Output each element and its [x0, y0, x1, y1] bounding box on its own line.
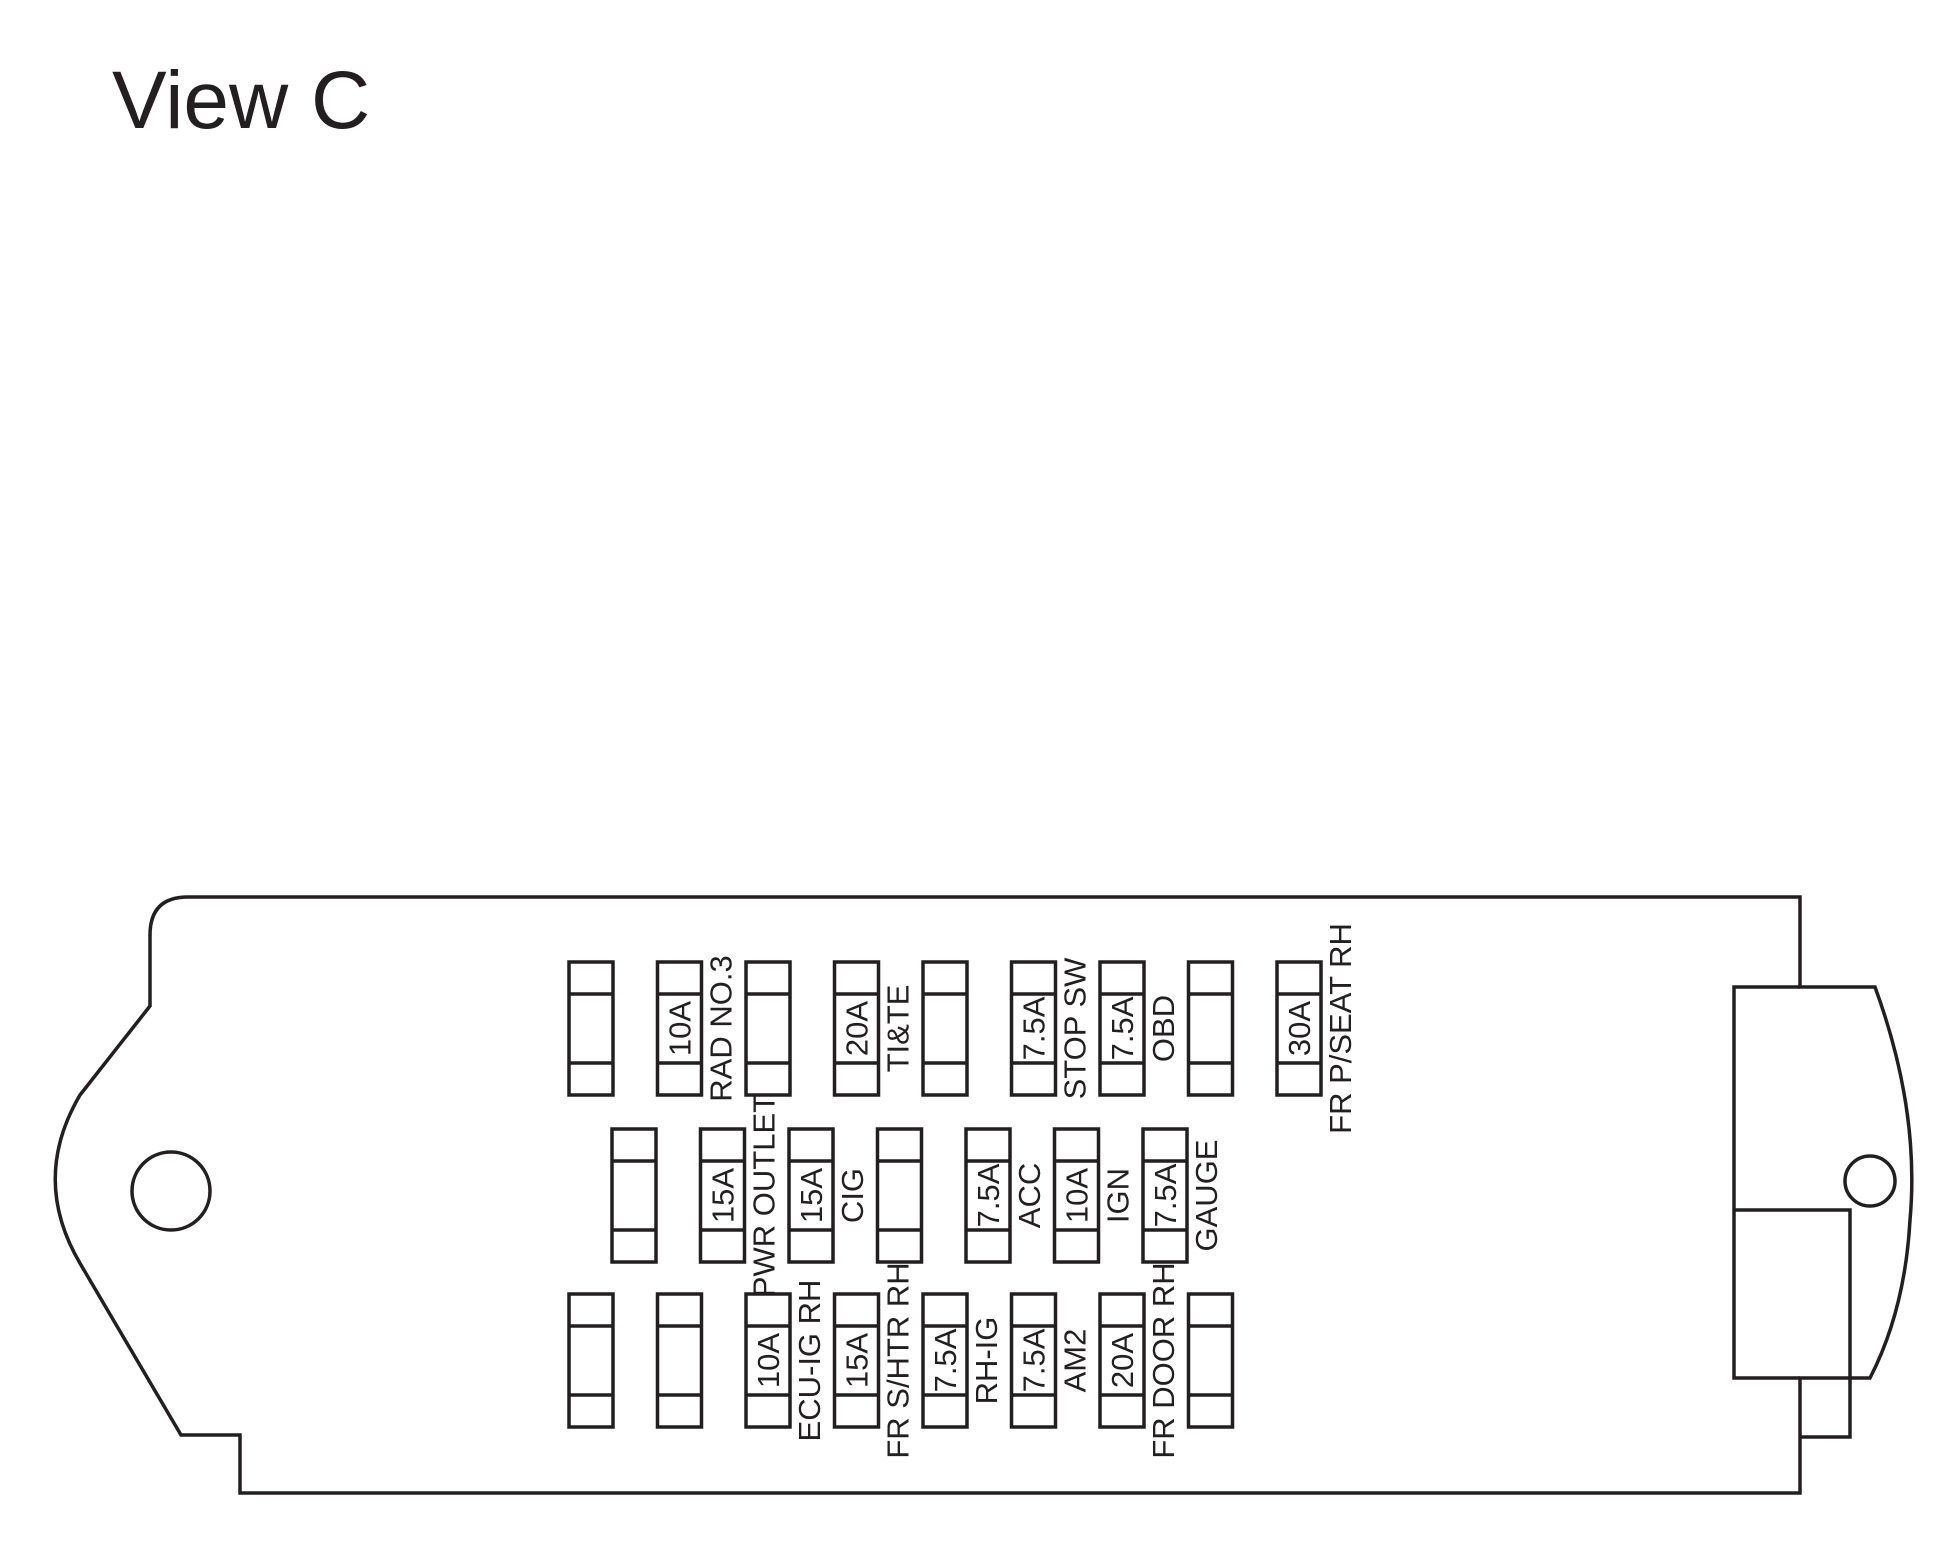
left-mount-hole: [130, 1150, 212, 1232]
fuse-body: [744, 960, 792, 1097]
fuse-rating: 7.5A: [1017, 1328, 1052, 1392]
right-connector-block: [1734, 1208, 1852, 1439]
fuse-rating: 20A: [840, 1001, 875, 1056]
fuse-body: [1009, 960, 1058, 1097]
fuse-label: GAUGE: [1189, 1140, 1224, 1252]
fuse-label: FR S/HTR RH: [881, 1262, 916, 1458]
fuse-label: FR P/SEAT RH: [1323, 923, 1358, 1134]
fuse-label: ECU-IG RH: [792, 1280, 827, 1442]
right-connector-tab: [1732, 985, 1800, 1380]
fuse-label: PWR OUTLET: [747, 1094, 782, 1297]
fuse-rating: 15A: [840, 1333, 875, 1388]
fuse-rating: 10A: [751, 1333, 786, 1388]
fuse-rating: 20A: [1105, 1333, 1140, 1388]
fuse-body: [698, 1127, 747, 1264]
fuse-rating: 7.5A: [928, 1328, 963, 1392]
fuse-body: [1186, 960, 1235, 1097]
fuse-rating: 10A: [663, 1001, 698, 1056]
fuse-body: [1009, 1292, 1058, 1429]
fuse-slot: [567, 960, 615, 1097]
fuse-body: [744, 1292, 792, 1429]
fuse-rating: 7.5A: [971, 1163, 1006, 1227]
fuse-label: AM2: [1058, 1329, 1093, 1393]
fuse-label: RH-IG: [969, 1317, 1004, 1405]
fuse-body: [655, 960, 704, 1097]
fuse-label: IGN: [1101, 1168, 1136, 1223]
fuse-body: [1098, 960, 1146, 1097]
fuse-body: [921, 960, 969, 1097]
fuse-slot: [1186, 960, 1235, 1097]
fuse-body: [1141, 1127, 1189, 1264]
fuse-body: [964, 1127, 1012, 1264]
fuse-body: [655, 1292, 704, 1429]
fuse-slot: [567, 1292, 615, 1429]
fuse-body: [1275, 960, 1323, 1097]
fuse-rating: 10A: [1060, 1168, 1095, 1223]
fuse-body: [1098, 1292, 1146, 1429]
fuse-body: [921, 1292, 969, 1429]
view-title: View C: [112, 55, 370, 146]
fuse-slot: [921, 960, 969, 1097]
fuse-body: [787, 1127, 835, 1264]
fuse-body: [567, 1292, 615, 1429]
fuse-body: [1186, 1292, 1235, 1429]
fuse-label: RAD NO.3: [704, 955, 739, 1101]
fuse-rating: 7.5A: [1017, 996, 1052, 1060]
fuse-box-outline: [53, 895, 1914, 1495]
fuse-rating: 7.5A: [1148, 1163, 1183, 1227]
fuse-slot: [875, 1127, 924, 1264]
fuse-label: OBD: [1146, 995, 1181, 1062]
fuse-body: [567, 960, 615, 1097]
fuse-label: CIG: [835, 1168, 870, 1223]
fuse-slot: [655, 1292, 704, 1429]
fuse-body: [610, 1127, 658, 1264]
fuse-label: STOP SW: [1058, 957, 1093, 1100]
fuse-slot: [1186, 1292, 1235, 1429]
fuse-slot: [744, 960, 792, 1097]
fuse-label: FR DOOR RH: [1146, 1262, 1181, 1458]
fuse-rating: 15A: [794, 1168, 829, 1223]
fuse-body: [832, 960, 881, 1097]
fuse-slot: [610, 1127, 658, 1264]
fuse-label: ACC: [1012, 1163, 1047, 1228]
fuse-rating: 7.5A: [1105, 996, 1140, 1060]
fuse-label: TI&TE: [881, 985, 916, 1073]
fuse-rating: 15A: [706, 1168, 741, 1223]
fuse-body: [832, 1292, 881, 1429]
fuse-body: [1052, 1127, 1101, 1264]
right-mount-hole: [1843, 1154, 1897, 1208]
fuse-body: [875, 1127, 924, 1264]
fuse-rating: 30A: [1282, 1001, 1317, 1056]
